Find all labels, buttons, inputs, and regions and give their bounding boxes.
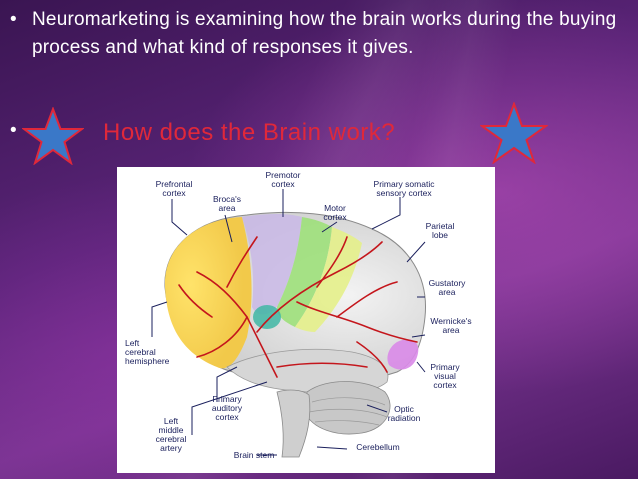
brain-diagram: Premotor cortex Prefrontal cortex Primar… [117,167,495,473]
label-cerebellum: Cerebellum [349,443,407,452]
label-parietal-lobe: Parietal lobe [417,222,463,240]
label-brocas-area: Broca's area [205,195,249,213]
label-gustatory-area: Gustatory area [421,279,473,297]
label-primary-visual-cortex: Primary visual cortex [423,363,467,390]
label-primary-somatic-cortex: Primary somatic sensory cortex [363,180,445,198]
star-icon-left [22,107,84,165]
bullet-dot: • [10,117,17,145]
intro-bullet: • Neuromarketing is examining how the br… [10,6,625,62]
label-left-cerebral-hemisphere: Left cerebral hemisphere [125,339,185,366]
bullet-dot: • [10,6,17,34]
star-icon-right [480,102,548,164]
label-optic-radiation: Optic radiation [380,405,428,423]
label-left-middle-cerebral-artery: Left middle cerebral artery [149,417,193,453]
intro-text: Neuromarketing is examining how the brai… [32,6,625,62]
label-premotor-cortex: Premotor cortex [257,171,309,189]
label-motor-cortex: Motor cortex [313,204,357,222]
label-primary-auditory-cortex: Primary auditory cortex [203,395,251,422]
label-brain-stem: Brain stem [225,451,283,460]
slide-heading: How does the Brain work? [103,119,395,147]
label-prefrontal-cortex: Prefrontal cortex [145,180,203,198]
label-wernickes-area: Wernicke's area [422,317,480,335]
